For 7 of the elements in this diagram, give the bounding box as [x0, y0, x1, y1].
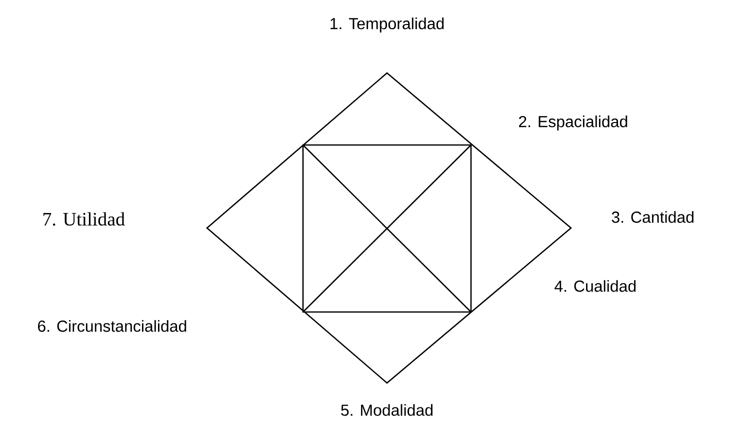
dimension-label: 5. Modalidad	[341, 404, 432, 416]
dimension-label: 7. Utilidad	[43, 212, 125, 226]
dimension-label: 2. Espacialidad	[519, 116, 628, 130]
dimension-label: 6. Circunstancialidad	[38, 320, 186, 332]
dimension-label: 1. Temporalidad	[330, 18, 444, 32]
dimension-label: 3. Cantidad	[612, 211, 694, 223]
dimension-label: 4. Cualidad	[554, 280, 636, 292]
